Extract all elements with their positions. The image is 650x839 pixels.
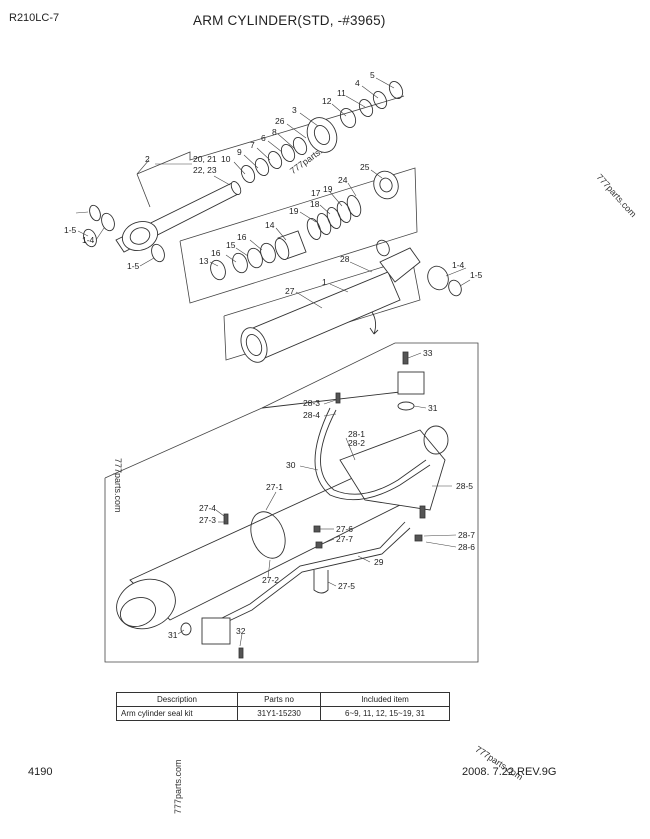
callout-9: 9: [237, 147, 242, 157]
callout-15: 15: [226, 240, 236, 250]
callout-24: 24: [338, 175, 348, 185]
callout-1: 1: [322, 277, 327, 287]
callout-1-5-left: 1-5: [64, 225, 77, 235]
callout-28: 28: [340, 254, 350, 264]
callout-2: 2: [145, 154, 150, 164]
model-code: R210LC-7: [9, 12, 60, 24]
column-header-parts-no: Parts no: [237, 692, 321, 707]
cell-description: Arm cylinder seal kit: [116, 706, 238, 721]
callout-16b: 16: [211, 248, 221, 258]
callout-19a: 19: [323, 184, 333, 194]
callout-16: 16: [237, 232, 247, 242]
callout-25: 25: [360, 162, 370, 172]
callout-17: 17: [311, 188, 321, 198]
cell-parts-no: 31Y1-15230: [237, 706, 321, 721]
callout-12: 12: [322, 96, 332, 106]
callout-27-7: 27-7: [336, 534, 353, 544]
callout-10: 10: [221, 154, 231, 164]
callout-19b: 19: [289, 206, 299, 216]
seal-kit-table: Description Parts no Included item Arm c…: [116, 692, 450, 721]
callout-28-4: 28-4: [303, 410, 320, 420]
callout-29: 29: [374, 557, 384, 567]
page-number: 4190: [28, 766, 53, 778]
leader-lines: [75, 77, 471, 647]
table-row: Arm cylinder seal kit 31Y1-15230 6~9, 11…: [116, 706, 450, 721]
callout-1-5-bottom: 1-5: [127, 261, 140, 271]
callout-27-5: 27-5: [338, 581, 355, 591]
callout-30: 30: [286, 460, 296, 470]
callout-18: 18: [310, 199, 320, 209]
rod-assembly: [83, 81, 405, 263]
callout-32: 32: [236, 626, 246, 636]
callout-31b: 31: [168, 630, 178, 640]
callout-6: 6: [261, 133, 266, 143]
callout-27-1: 27-1: [266, 482, 283, 492]
callout-27-2: 27-2: [262, 575, 279, 585]
callout-26: 26: [275, 116, 285, 126]
callout-28-2: 28-2: [348, 438, 365, 448]
callout-7: 7: [250, 140, 255, 150]
piston-assembly: [179, 167, 418, 304]
cell-included-item: 6~9, 11, 12, 15~19, 31: [320, 706, 450, 721]
callout-31a: 31: [428, 403, 438, 413]
callout-28-7: 28-7: [458, 530, 475, 540]
callout-27-3: 27-3: [199, 515, 216, 525]
callout-27-4: 27-4: [199, 503, 216, 513]
callout-20-21: 20, 21: [193, 154, 217, 164]
callout-11: 11: [337, 88, 346, 98]
revision-date: 2008. 7.22 REV.9G: [462, 766, 557, 778]
callout-1-4-left: 1-4: [82, 235, 95, 245]
callout-33: 33: [423, 348, 433, 358]
callout-1-4-right: 1-4: [452, 260, 465, 270]
piping-detail: [104, 342, 479, 663]
callout-28-6: 28-6: [458, 542, 475, 552]
callout-22-23: 22, 23: [193, 165, 217, 175]
callout-28-3: 28-3: [303, 398, 320, 408]
cylinder-tube: [223, 239, 462, 363]
callout-8: 8: [272, 127, 277, 137]
callout-28-1: 28-1: [348, 429, 365, 439]
callout-28-5: 28-5: [456, 481, 473, 491]
column-header-included-item: Included item: [320, 692, 450, 707]
callout-4: 4: [355, 78, 360, 88]
callout-13: 13: [199, 256, 209, 266]
column-header-description: Description: [116, 692, 238, 707]
callout-14: 14: [265, 220, 275, 230]
callout-5: 5: [370, 70, 375, 80]
callout-27-6: 27-6: [336, 524, 353, 534]
callout-27: 27: [285, 286, 295, 296]
callout-1-5-right: 1-5: [470, 270, 483, 280]
callout-3: 3: [292, 105, 297, 115]
callout-labels: 5 4 11 12 3 26 8 6 7 9 10 20, 21 22, 23 …: [64, 70, 483, 640]
page-title: ARM CYLINDER(STD, -#3965): [193, 13, 386, 28]
